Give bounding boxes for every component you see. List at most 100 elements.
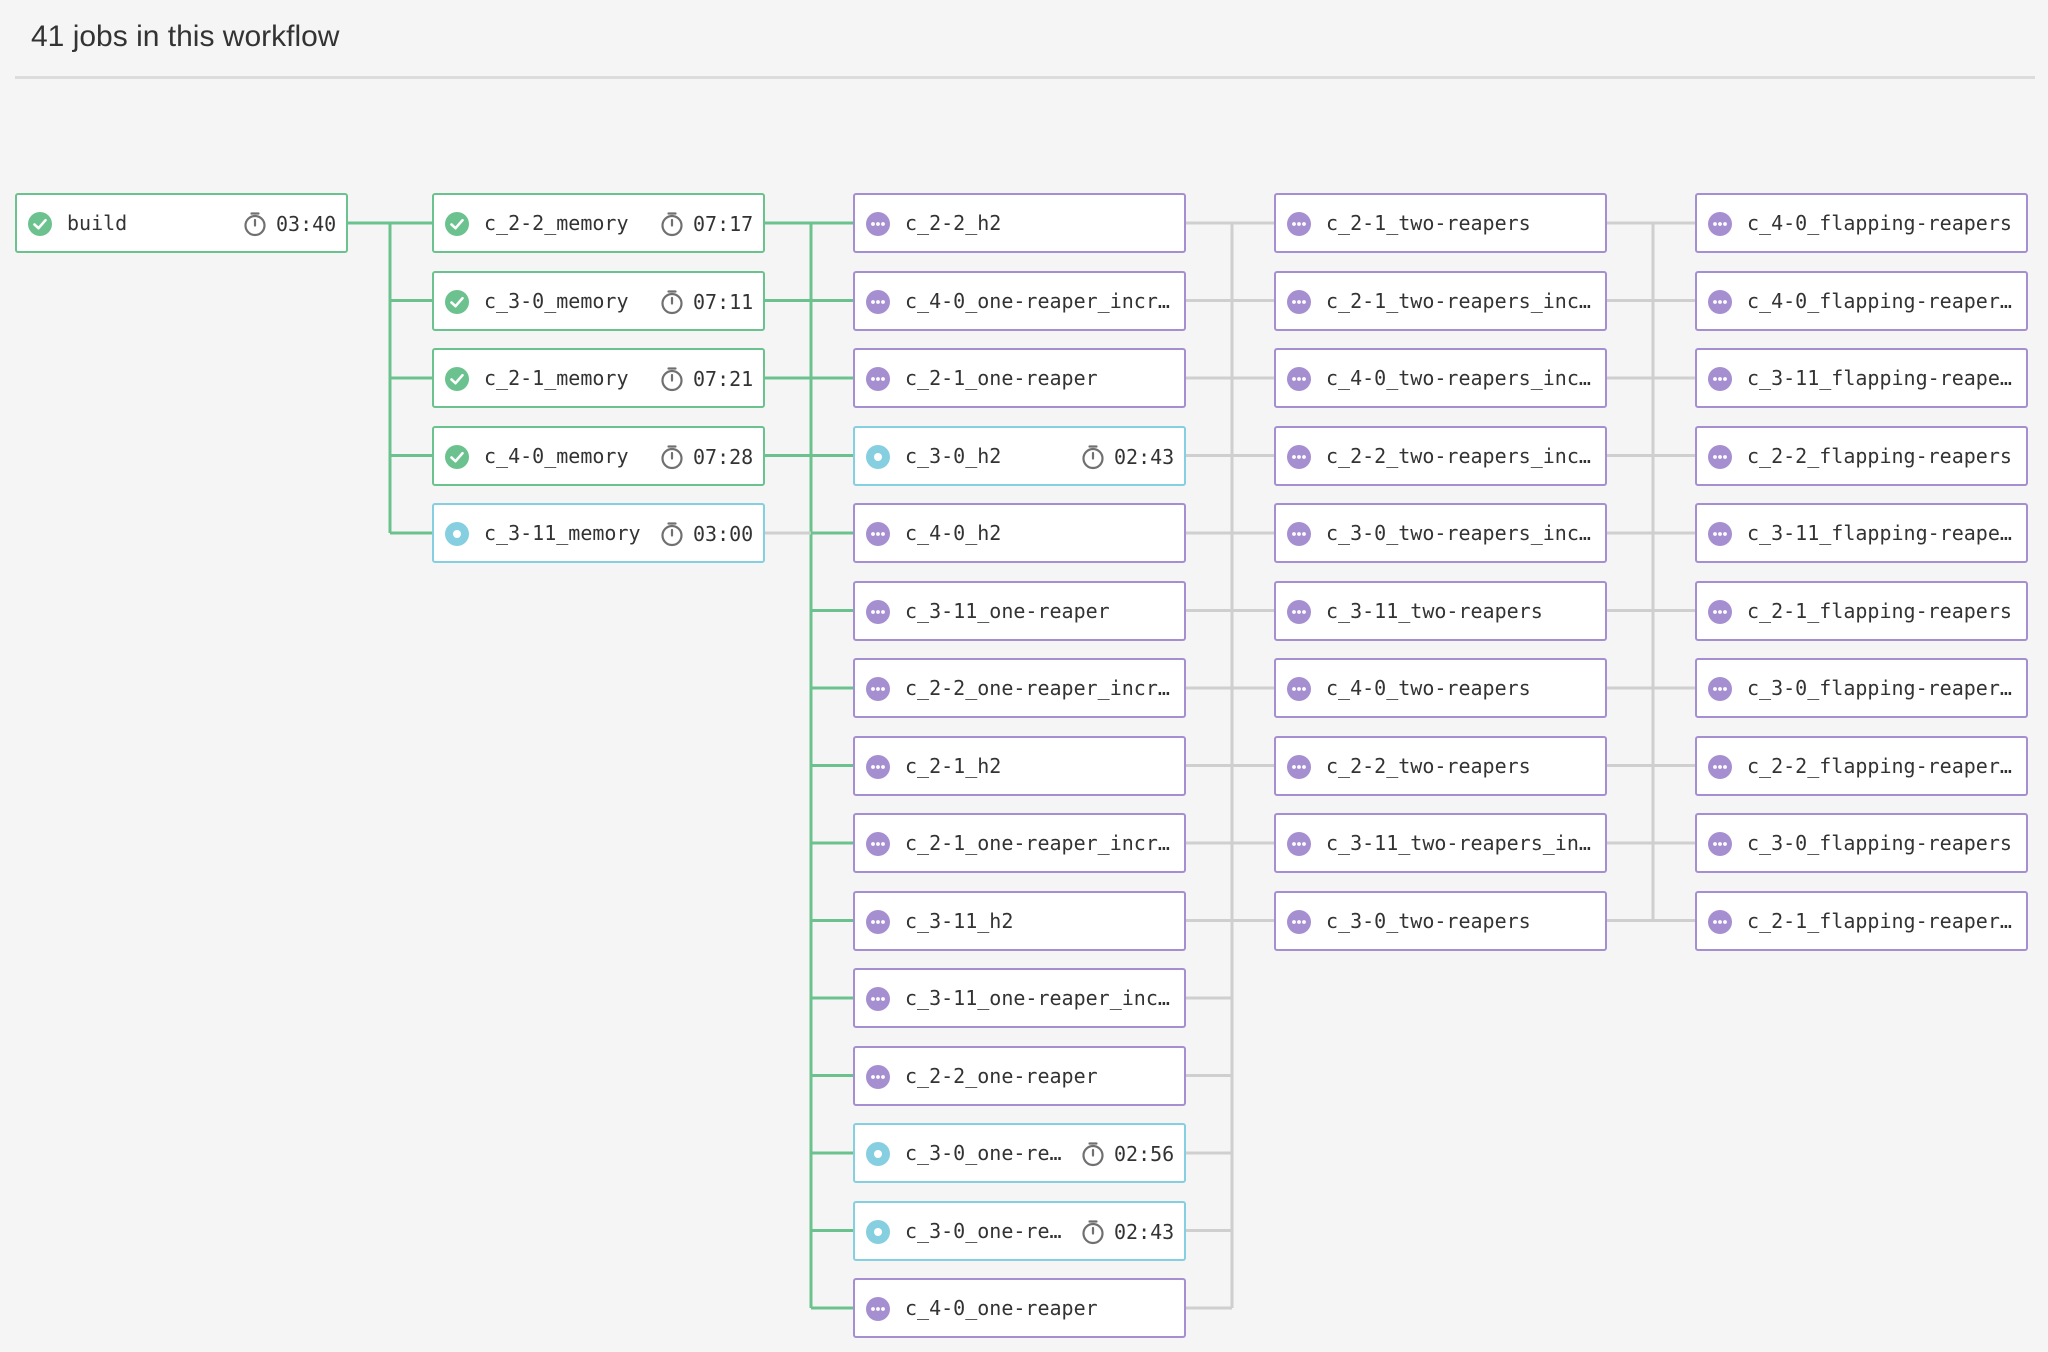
job-card-c-2-1-two-reapers-3-0[interactable]: c_2-1_two-reapers: [1274, 193, 1607, 253]
job-name: c_3-11_flapping-reape…: [1747, 521, 2012, 545]
job-name: c_2-2_two-reapers: [1326, 753, 1531, 778]
job-name: c_4-0_two-reapers: [1326, 676, 1531, 700]
stopwatch-icon: [659, 366, 685, 392]
ellipsis-circle-icon: [866, 367, 890, 391]
check-circle-icon: [445, 444, 469, 469]
job-duration: 07:17: [659, 209, 753, 239]
check-circle-icon: [28, 212, 52, 236]
ellipsis-circle-icon: [1708, 212, 1732, 236]
duration-text: 02:43: [1114, 444, 1175, 469]
ellipsis-circle-icon: [866, 1064, 890, 1089]
job-name: c_3-11_h2: [905, 908, 1014, 933]
job-card-c-3-0-one-re-2-13[interactable]: c_3-0_one-re… 02:43: [853, 1200, 1186, 1261]
job-card-c-3-11-one-reaper-inc-2-10[interactable]: c_3-11_one-reaper_inc…: [853, 968, 1186, 1028]
job-card-c-4-0-h2-2-4[interactable]: c_4-0_h2: [853, 503, 1186, 563]
ellipsis-circle-icon: [1287, 832, 1311, 856]
ellipsis-circle-icon: [866, 909, 890, 934]
job-name: c_3-11_flapping-reape…: [1747, 366, 2012, 390]
job-name: c_4-0_two-reapers_inc…: [1326, 366, 1591, 390]
ellipsis-circle-icon: [1708, 754, 1732, 779]
duration-text: 02:43: [1114, 1219, 1175, 1244]
ellipsis-circle-icon: [1708, 677, 1732, 701]
job-card-c-2-1-memory-1-2[interactable]: c_2-1_memory 07:21: [432, 348, 765, 408]
job-card-c-4-0-flapping-reapers-4-0[interactable]: c_4-0_flapping-reapers: [1695, 193, 2028, 253]
duration-text: 02:56: [1114, 1142, 1175, 1166]
job-name: c_3-0_flapping-reaper…: [1747, 676, 2012, 700]
job-name: c_2-1_h2: [905, 753, 1002, 778]
job-card-c-2-2-one-reaper-incr-2-6[interactable]: c_2-2_one-reaper_incr…: [853, 658, 1186, 718]
job-card-c-2-1-flapping-reaper-4-9[interactable]: c_2-1_flapping-reaper…: [1695, 890, 2028, 951]
job-card-c-3-11-h2-2-9[interactable]: c_3-11_h2: [853, 890, 1186, 951]
duration-text: 03:40: [276, 212, 337, 236]
job-card-c-3-11-flapping-reape-4-4[interactable]: c_3-11_flapping-reape…: [1695, 503, 2028, 563]
ellipsis-circle-icon: [866, 987, 890, 1011]
job-card-c-3-11-two-reapers-in-3-8[interactable]: c_3-11_two-reapers_in…: [1274, 813, 1607, 873]
job-duration: 02:43: [1080, 442, 1174, 472]
ellipsis-circle-icon: [1287, 522, 1311, 546]
ellipsis-circle-icon: [866, 212, 890, 236]
job-name: c_4-0_memory: [484, 443, 629, 468]
check-circle-icon: [445, 212, 469, 236]
job-card-c-2-2-two-reapers-inc-3-3[interactable]: c_2-2_two-reapers_inc…: [1274, 425, 1607, 486]
ellipsis-circle-icon: [1708, 599, 1732, 624]
ellipsis-circle-icon: [866, 599, 890, 624]
job-name: c_2-2_one-reaper_incr…: [905, 676, 1170, 700]
ellipsis-circle-icon: [1287, 212, 1311, 236]
job-card-c-3-11-two-reapers-3-5[interactable]: c_3-11_two-reapers: [1274, 580, 1607, 641]
job-card-c-2-2-one-reaper-2-11[interactable]: c_2-2_one-reaper: [853, 1045, 1186, 1106]
job-card-c-3-0-one-re-2-12[interactable]: c_3-0_one-re…02:56: [853, 1123, 1186, 1183]
job-card-c-2-1-one-reaper-2-2[interactable]: c_2-1_one-reaper: [853, 348, 1186, 408]
ellipsis-circle-icon: [1708, 444, 1732, 469]
stopwatch-icon: [659, 444, 685, 470]
job-name: c_3-0_one-re…: [905, 1218, 1062, 1243]
job-card-c-3-0-two-reapers-3-9[interactable]: c_3-0_two-reapers: [1274, 890, 1607, 951]
duration-text: 07:11: [693, 289, 754, 314]
check-circle-icon: [445, 289, 469, 314]
job-name: c_2-1_memory: [484, 366, 629, 390]
job-card-c-2-2-two-reapers-3-7[interactable]: c_2-2_two-reapers: [1274, 735, 1607, 796]
job-card-c-2-1-two-reapers-inc-3-1[interactable]: c_2-1_two-reapers_inc…: [1274, 270, 1607, 331]
job-card-c-4-0-one-reaper-2-14[interactable]: c_4-0_one-reaper: [853, 1278, 1186, 1338]
job-card-c-3-0-flapping-reapers-4-8[interactable]: c_3-0_flapping-reapers: [1695, 813, 2028, 873]
job-card-c-4-0-one-reaper-incr-2-1[interactable]: c_4-0_one-reaper_incr…: [853, 270, 1186, 331]
stopwatch-icon: [1080, 1141, 1106, 1167]
job-duration: 03:40: [242, 209, 336, 239]
ellipsis-circle-icon: [866, 754, 890, 779]
ellipsis-circle-icon: [1287, 367, 1311, 391]
job-card-c-2-2-h2-2-0[interactable]: c_2-2_h2: [853, 193, 1186, 253]
job-name: c_2-1_two-reapers_inc…: [1326, 288, 1591, 313]
job-name: c_2-1_two-reapers: [1326, 211, 1531, 235]
job-name: c_3-0_flapping-reapers: [1747, 831, 2012, 855]
job-card-c-2-1-h2-2-7[interactable]: c_2-1_h2: [853, 735, 1186, 796]
job-name: c_3-0_memory: [484, 288, 629, 313]
job-card-c-4-0-two-reapers-3-6[interactable]: c_4-0_two-reapers: [1274, 658, 1607, 718]
stopwatch-icon: [659, 211, 685, 237]
job-card-c-3-11-one-reaper-2-5[interactable]: c_3-11_one-reaper: [853, 580, 1186, 641]
ellipsis-circle-icon: [1708, 522, 1732, 546]
job-card-c-3-0-flapping-reaper-4-6[interactable]: c_3-0_flapping-reaper…: [1695, 658, 2028, 718]
stopwatch-icon: [242, 211, 268, 237]
job-card-c-2-1-flapping-reapers-4-5[interactable]: c_2-1_flapping-reapers: [1695, 580, 2028, 641]
job-card-c-3-0-memory-1-1[interactable]: c_3-0_memory 07:11: [432, 270, 765, 331]
job-card-c-2-2-flapping-reaper-4-7[interactable]: c_2-2_flapping-reaper…: [1695, 735, 2028, 796]
job-duration: 02:56: [1080, 1139, 1174, 1169]
job-name: c_3-0_two-reapers: [1326, 908, 1531, 933]
job-card-c-4-0-flapping-reaper-4-1[interactable]: c_4-0_flapping-reaper…: [1695, 270, 2028, 331]
job-card-c-3-11-flapping-reape-4-2[interactable]: c_3-11_flapping-reape…: [1695, 348, 2028, 408]
job-card-c-2-1-one-reaper-incr-2-8[interactable]: c_2-1_one-reaper_incr…: [853, 813, 1186, 873]
running-circle-icon: [445, 522, 469, 546]
job-card-c-2-2-flapping-reapers-4-3[interactable]: c_2-2_flapping-reapers: [1695, 425, 2028, 486]
job-name: c_4-0_one-reaper_incr…: [905, 288, 1170, 313]
job-card-c-3-0-two-reapers-inc-3-4[interactable]: c_3-0_two-reapers_inc…: [1274, 503, 1607, 563]
duration-text: 07:21: [693, 367, 754, 391]
job-name: c_4-0_flapping-reapers: [1747, 211, 2012, 235]
job-name: c_2-1_one-reaper_incr…: [905, 831, 1170, 855]
job-card-c-4-0-two-reapers-inc-3-2[interactable]: c_4-0_two-reapers_inc…: [1274, 348, 1607, 408]
job-duration: 07:11: [659, 287, 753, 317]
